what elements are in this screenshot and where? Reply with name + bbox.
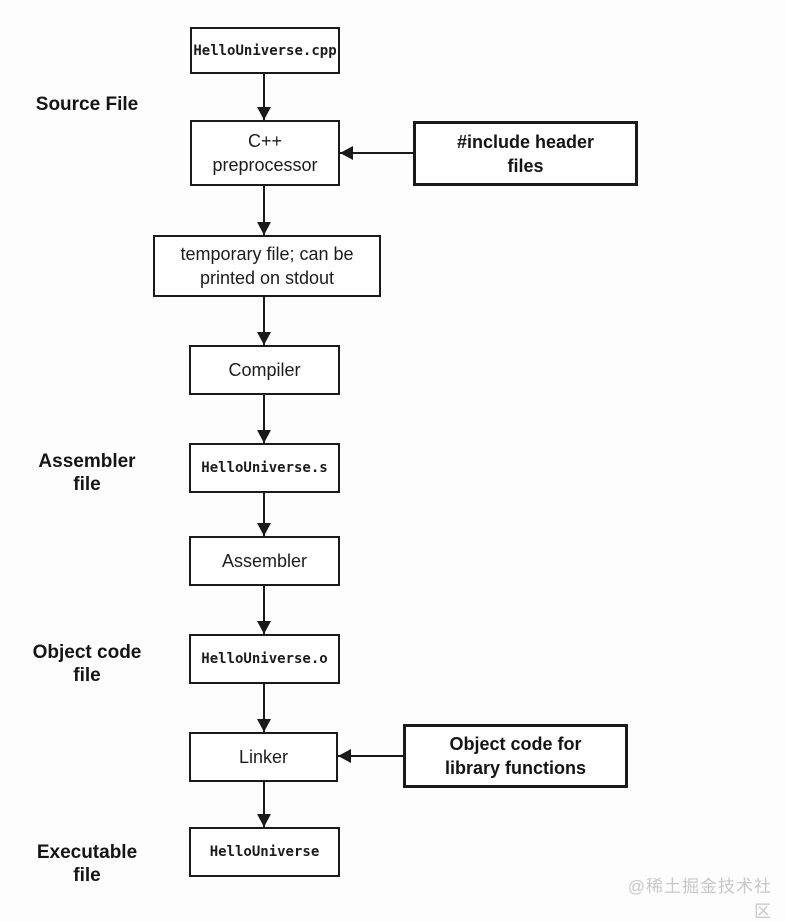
- arrow-objectfile-to-linker: [257, 684, 271, 732]
- arrow-source-to-preprocessor: [257, 74, 271, 120]
- node-assembler: Assembler: [189, 536, 340, 586]
- node-temporary-file: temporary file; can be printed on stdout: [153, 235, 381, 297]
- node-preprocessor: C++ preprocessor: [190, 120, 340, 186]
- node-object-file: HelloUniverse.o: [189, 634, 340, 684]
- watermark-text: @稀土掘金技术社区: [627, 877, 772, 921]
- label-executable-file: Executable file: [36, 842, 138, 886]
- arrow-library-to-linker: [338, 749, 403, 763]
- arrow-tempfile-to-compiler: [257, 297, 271, 345]
- node-object-library: Object code for library functions: [403, 724, 628, 788]
- label-source-file: Source File: [35, 94, 139, 115]
- node-include-headers: #include header files: [413, 121, 638, 186]
- arrow-headers-to-preprocessor: [340, 146, 413, 160]
- node-executable: HelloUniverse: [189, 827, 340, 877]
- node-linker: Linker: [189, 732, 338, 782]
- arrow-linker-to-executable: [257, 782, 271, 827]
- label-object-code-file: Object code file: [32, 642, 142, 686]
- node-assembly-file: HelloUniverse.s: [189, 443, 340, 493]
- node-source-file: HelloUniverse.cpp: [190, 27, 340, 74]
- arrow-preprocessor-to-tempfile: [257, 186, 271, 235]
- arrow-compiler-to-assemblyfile: [257, 395, 271, 443]
- label-assembler-file: Assembler file: [38, 451, 136, 495]
- node-compiler: Compiler: [189, 345, 340, 395]
- arrow-assemblyfile-to-assembler: [257, 493, 271, 536]
- arrow-assembler-to-objectfile: [257, 586, 271, 634]
